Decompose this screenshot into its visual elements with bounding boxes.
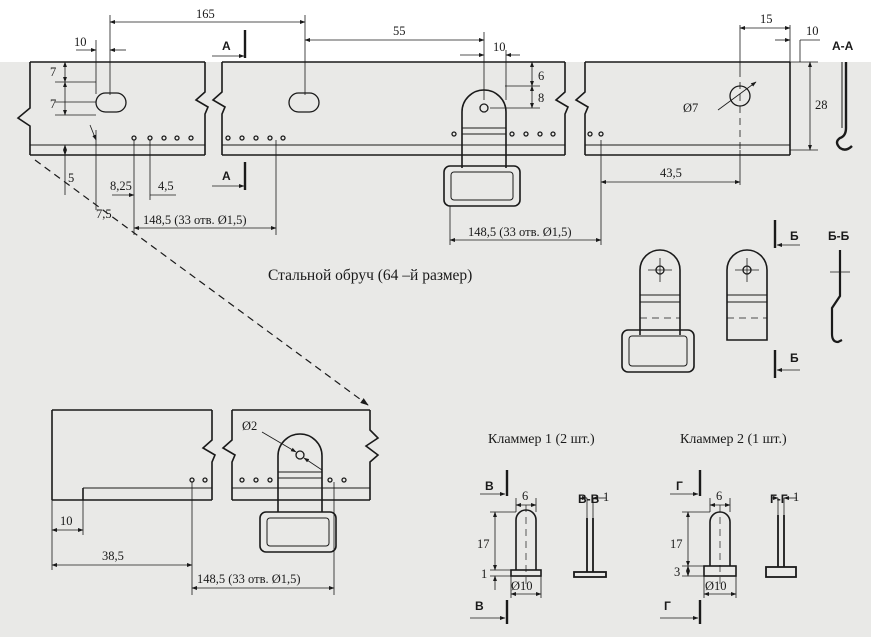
section-aa-profile: А-А [832,39,854,151]
dim-5: 5 [68,171,74,185]
steel-hoop-main-view: А А 165 10 55 10 6 8 15 [16,7,828,245]
k2-dim-3: 3 [674,565,680,579]
dim-phi2: Ø2 [242,419,257,433]
dim-10-right: 10 [806,24,819,38]
dim-phi7: Ø7 [683,101,698,115]
section-b-bottom: Б [790,351,799,365]
dim-6-clasp: 6 [538,69,544,83]
dim-55: 55 [393,24,406,38]
section-bb-label: Б-Б [828,229,850,243]
dim-holes-1: 148,5 (33 отв. Ø1,5) [143,213,247,227]
detail-view: Ø2 10 38,5 148,5 (33 отв. Ø1,5) [51,409,380,595]
section-v-top: В [485,479,494,493]
dim-165: 165 [196,7,215,21]
k2-dim-6: 6 [716,489,722,503]
clamp-1: Кламмер 1 (2 шт.) В В 6 17 1 Ø10 В-В [470,432,609,624]
section-g-top: Г [676,479,683,493]
dim-holes-2: 148,5 (33 отв. Ø1,5) [468,225,572,239]
clamp-2: Кламмер 2 (1 шт.) Г Г 6 17 3 Ø10 Г-Г [660,432,799,624]
section-a-bottom: А [222,169,231,183]
section-b-top: Б [790,229,799,243]
detail-leader [34,159,369,406]
k1-dim-phi10: Ø10 [511,579,533,593]
drawing-title: Стальной обруч (64 –й размер) [268,267,472,284]
dim-holes-3: 148,5 (33 отв. Ø1,5) [197,572,301,586]
dim-38-5: 38,5 [102,549,124,563]
hole-row-1 [131,131,604,141]
dim-10-detail: 10 [60,514,73,528]
section-g-bottom: Г [664,599,671,613]
section-gg-label: Г-Г [770,492,788,506]
section-aa-label: А-А [832,39,854,53]
section-a-top: А [222,39,231,53]
dim-8-clasp: 8 [538,91,544,105]
dim-7-top: 7 [50,65,56,79]
dim-8-25: 8,25 [110,179,132,193]
top-margin [0,0,871,62]
k1-dim-17: 17 [477,537,490,551]
dim-7-bottom: 7 [50,97,56,111]
section-vv-label: В-В [578,492,600,506]
k2-dim-1: 1 [793,490,799,504]
dim-10-clasp: 10 [493,40,506,54]
clasp-views: Б Б Б-Б [621,220,850,378]
k1-dim-1b: 1 [603,490,609,504]
clasp-main [443,89,521,207]
dim-7-5: 7,5 [96,207,112,221]
k1-dim-1: 1 [481,567,487,581]
clamp1-label: Кламмер 1 (2 шт.) [488,432,595,447]
dim-43-5: 43,5 [660,166,682,180]
section-v-bottom: В [475,599,484,613]
dim-4-5: 4,5 [158,179,174,193]
clamp2-label: Кламмер 2 (1 шт.) [680,432,787,447]
dim-15: 15 [760,12,773,26]
k1-dim-6: 6 [522,489,528,503]
k2-dim-phi10: Ø10 [705,579,727,593]
k2-dim-17: 17 [670,537,683,551]
dim-28: 28 [815,98,828,112]
dim-10-left: 10 [74,35,87,49]
